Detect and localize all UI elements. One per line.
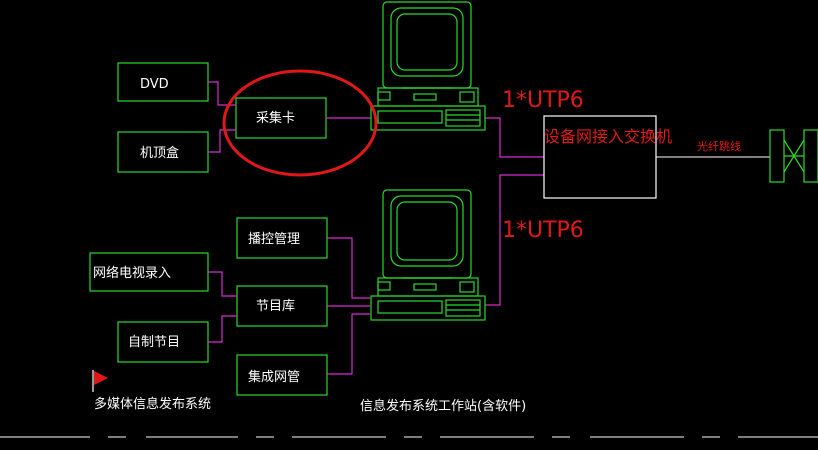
self-to-lib-line [208,315,237,343]
nm-to-pc-line [327,313,370,375]
workstation-bottom-icon [370,189,486,321]
stb-label: 机顶盒 [140,145,179,161]
capture-card-label: 采集卡 [256,110,295,126]
broadcast-mgmt-label: 播控管理 [248,232,300,247]
access-switch-label: 设备网接入交换机 [544,127,672,146]
broadcast-to-pc-line [327,237,370,299]
stb-to-capture-line [208,129,236,153]
integrated-nm-box [236,354,328,396]
utp-top-line [485,117,544,158]
iptv-record-label: 网络电视录入 [93,265,171,281]
integrated-nm-label: 集成网管 [248,369,300,385]
fiber-jumper-label: 光纤跳线 [697,139,741,153]
utp-top-label: 1*UTP6 [502,88,584,113]
utp-bottom-label: 1*UTP6 [502,218,584,243]
flag-icon [92,370,108,392]
system-title: 多媒体信息发布系统 [94,396,211,412]
program-lib-label: 节目库 [256,298,295,314]
utp-bottom-line [485,174,544,306]
workstation-top-icon [370,1,486,131]
self-program-label: 自制节目 [128,335,180,350]
iptv-to-lib-line [208,271,237,297]
fiber-connector-icon [769,129,818,183]
capture-card-highlight-circle [222,69,378,177]
workstation-caption: 信息发布系统工作站(含软件) [360,398,526,414]
dvd-label: DVD [140,77,169,92]
